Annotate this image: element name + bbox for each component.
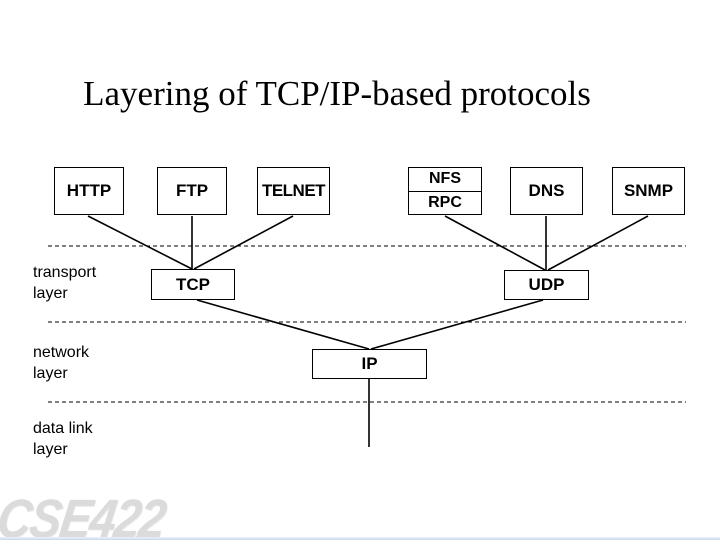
protocol-box-snmp: SNMP [612,167,685,215]
protocol-box-udp: UDP [504,270,589,300]
layer-label-datalink: data link layer [33,418,93,460]
protocol-box-rpc: RPC [428,193,462,211]
layer-label-network-line2: layer [33,365,68,382]
protocol-box-ftp: FTP [157,167,227,215]
protocol-box-telnet: TELNET [257,167,330,215]
slide-title: Layering of TCP/IP-based protocols [83,74,591,113]
layer-label-network-line1: network [33,344,90,361]
protocol-box-tcp: TCP [151,269,235,300]
bottom-accent-bar [0,537,720,540]
layer-label-network: network layer [33,342,89,384]
layer-label-datalink-line1: data link [33,420,93,437]
connector-http-tcp [87,215,193,270]
connector-telnet-tcp [193,215,294,270]
connector-tcp-ip [196,299,370,350]
protocol-box-http: HTTP [54,167,124,215]
connector-nfsrpc-udp [444,215,546,271]
protocol-box-dns: DNS [510,167,583,215]
protocol-box-nfs-rpc: NFS RPC [408,167,482,215]
layer-label-transport-line2: layer [33,285,68,302]
layer-label-transport: transport layer [33,262,96,304]
connector-snmp-udp [547,215,649,271]
protocol-box-nfs: NFS [409,168,481,192]
protocol-box-ip: IP [312,349,427,379]
layer-label-transport-line1: transport [33,264,97,281]
connector-udp-ip [370,299,544,350]
layer-label-datalink-line2: layer [33,441,68,458]
